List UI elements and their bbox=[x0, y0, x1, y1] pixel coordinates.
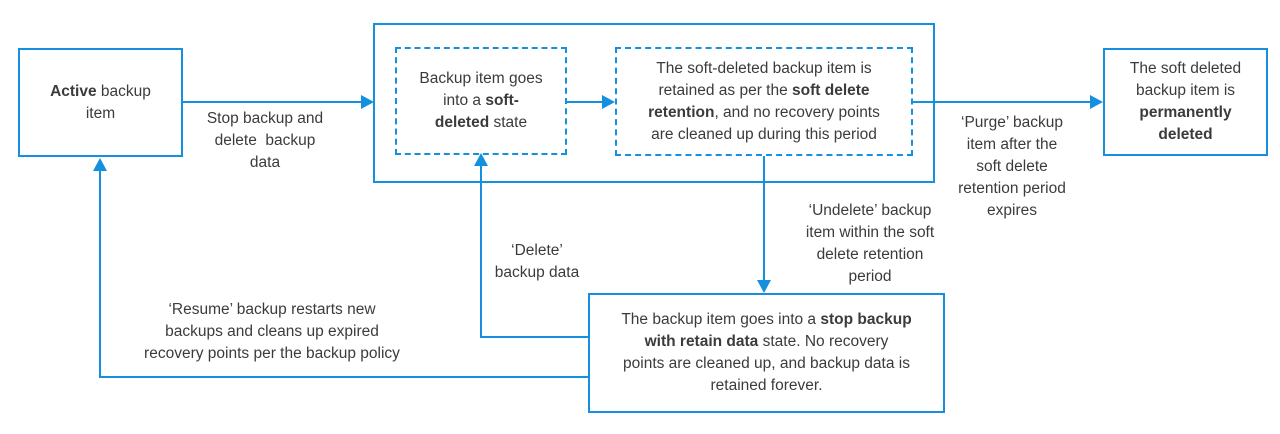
permanently-deleted-node: The soft deleted backup item is permanen… bbox=[1103, 48, 1268, 156]
stop-backup-retain-data-node: The backup item goes into a stop backup … bbox=[588, 293, 945, 413]
undelete-arrow-line bbox=[763, 156, 765, 280]
soft-delete-retention-node: The soft-deleted backup item is retained… bbox=[615, 47, 913, 156]
active-backup-item-node: Active backup item bbox=[18, 48, 183, 157]
soft-delete-container: Backup item goes into a soft- deleted st… bbox=[373, 23, 935, 183]
delete-edge-label: ‘Delete’ backup data bbox=[494, 242, 580, 281]
soft-to-retention-arrow-head bbox=[602, 95, 615, 109]
undelete-arrow-head bbox=[757, 280, 771, 293]
purge-arrow-line bbox=[913, 101, 1090, 103]
purge-edge-label: ‘Purge’ backup item after the soft delet… bbox=[958, 114, 1066, 219]
delete-arrow-head bbox=[474, 153, 488, 166]
resume-arrow-head bbox=[93, 158, 107, 171]
stop-delete-edge-label: Stop backup and delete backup data bbox=[206, 110, 324, 171]
resume-path-horizontal-line bbox=[99, 376, 589, 378]
soft-to-retention-arrow-line bbox=[567, 101, 602, 103]
undelete-edge-label: ‘Undelete’ backup item within the soft d… bbox=[805, 202, 935, 285]
resume-path-vertical-line bbox=[99, 171, 101, 378]
stop-delete-arrow-line bbox=[183, 101, 361, 103]
active-backup-item-label: Active backup item bbox=[50, 82, 151, 122]
soft-delete-retention-label: The soft-deleted backup item is retained… bbox=[648, 59, 880, 143]
permanently-deleted-label: The soft deleted backup item is permanen… bbox=[1129, 60, 1242, 143]
purge-arrow-head bbox=[1090, 95, 1103, 109]
soft-deleted-state-node: Backup item goes into a soft- deleted st… bbox=[395, 47, 567, 155]
stop-backup-retain-data-label: The backup item goes into a stop backup … bbox=[621, 311, 912, 394]
resume-edge-label: ‘Resume’ backup restarts new backups and… bbox=[144, 301, 400, 362]
soft-deleted-state-label: Backup item goes into a soft- deleted st… bbox=[419, 70, 543, 131]
stop-delete-arrow-head bbox=[361, 95, 374, 109]
delete-path-vertical-line bbox=[480, 166, 482, 338]
delete-path-horizontal-line bbox=[480, 336, 588, 338]
